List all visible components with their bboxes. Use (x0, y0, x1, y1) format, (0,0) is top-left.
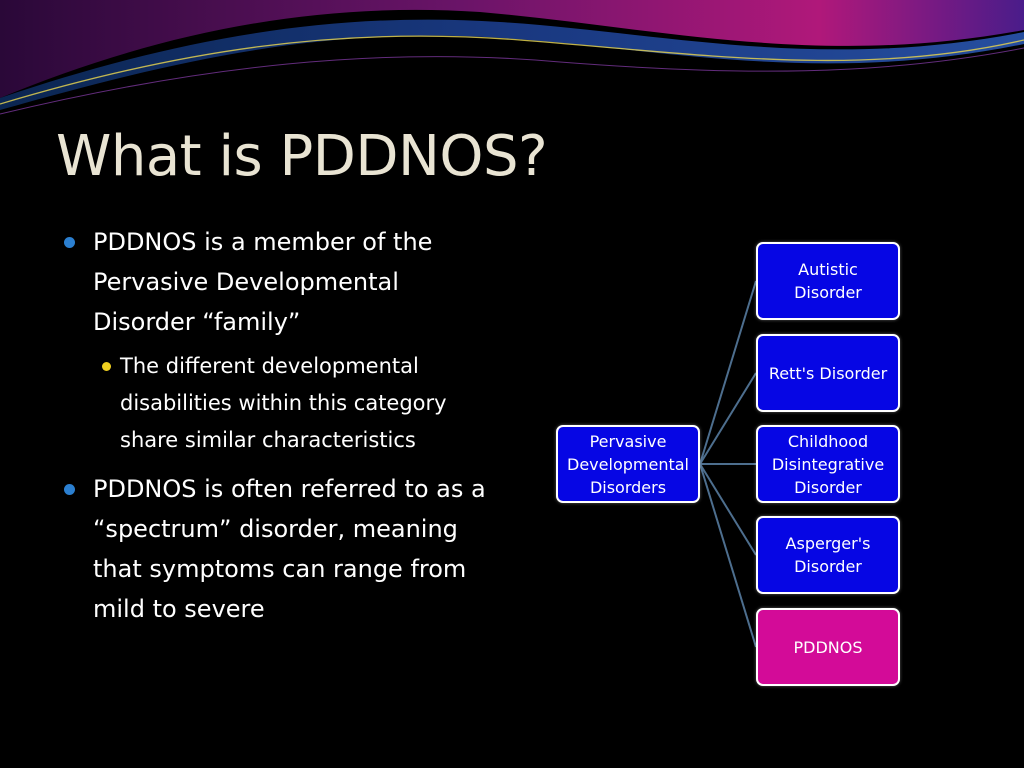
sub-bullet-item: The different developmental disabilities… (93, 348, 502, 459)
node-aspergers-disorder: Asperger's Disorder (756, 516, 900, 594)
bullet-item: PDDNOS is often referred to as a “spectr… (62, 469, 502, 629)
connector-line (699, 463, 757, 648)
header-wave-decoration (0, 0, 1024, 115)
node-pervasive-developmental-disorders: Pervasive Developmental Disorders (556, 425, 700, 503)
hierarchy-diagram: Pervasive Developmental Disorders Autist… (550, 234, 910, 696)
connector-line (699, 372, 757, 465)
bullet-item: PDDNOS is a member of the Pervasive Deve… (62, 222, 502, 459)
connector-line (699, 463, 757, 556)
node-label: PDDNOS (793, 637, 863, 657)
node-label: Rett's Disorder (768, 363, 888, 383)
node-label: Asperger's Disorder (785, 534, 871, 576)
node-label: Childhood Disintegrative Disorder (771, 431, 885, 497)
bullet-list: PDDNOS is a member of the Pervasive Deve… (62, 222, 502, 637)
slide-title: What is PDDNOS? (56, 124, 548, 189)
connector-line (699, 280, 757, 465)
diagram-connectors (699, 280, 757, 648)
node-label: Pervasive Developmental Disorders (567, 431, 689, 497)
node-retts-disorder: Rett's Disorder (756, 334, 900, 412)
bullet-text: PDDNOS is often referred to as a “spectr… (93, 475, 486, 623)
sub-bullet-list: The different developmental disabilities… (93, 348, 502, 459)
node-childhood-disintegrative-disorder: Childhood Disintegrative Disorder (756, 425, 900, 503)
node-pddnos: PDDNOS (756, 608, 900, 686)
node-label: Autistic Disorder (794, 260, 862, 302)
bullet-text: PDDNOS is a member of the Pervasive Deve… (93, 228, 433, 336)
node-autistic-disorder: Autistic Disorder (756, 242, 900, 320)
sub-bullet-text: The different developmental disabilities… (120, 354, 447, 452)
